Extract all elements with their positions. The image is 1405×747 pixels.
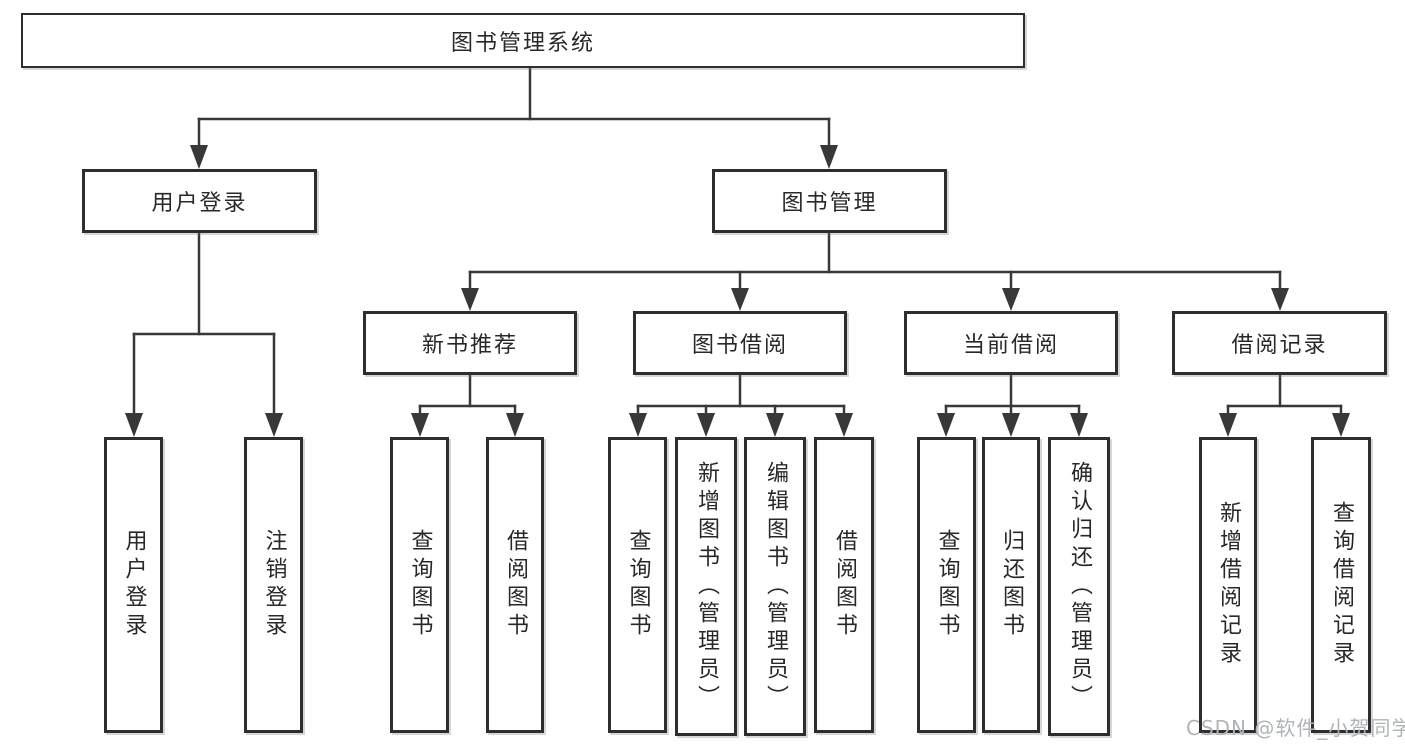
node-confirm-return-admin-label: 确认归还（管理员） <box>1067 460 1092 713</box>
node-borrow-books-recommend-label: 借阅图书 <box>503 529 528 641</box>
node-query-books-borrowing: 查询图书 <box>608 437 667 733</box>
node-current-borrowing: 当前借阅 <box>904 311 1118 375</box>
node-query-books-current: 查询图书 <box>917 437 976 733</box>
node-logout: 注销登录 <box>244 437 303 733</box>
connector-book-borrowing-group <box>629 373 853 437</box>
connector-new-book-recommend-group <box>411 373 524 437</box>
node-query-books-borrowing-label: 查询图书 <box>625 529 651 641</box>
node-query-borrow-record: 查询借阅记录 <box>1311 437 1371 733</box>
node-new-book-recommend: 新书推荐 <box>363 311 577 375</box>
node-add-book-admin: 新增图书（管理员） <box>675 437 737 736</box>
node-root: 图书管理系统 <box>21 13 1025 68</box>
node-borrow-books-recommend: 借阅图书 <box>486 437 544 733</box>
node-edit-book-admin: 编辑图书（管理员） <box>744 437 806 736</box>
node-borrowing-records: 借阅记录 <box>1172 311 1387 375</box>
node-book-management: 图书管理 <box>712 169 947 233</box>
node-confirm-return-admin: 确认归还（管理员） <box>1048 437 1110 736</box>
connector-user-login-group <box>125 231 283 437</box>
node-query-books-recommend: 查询图书 <box>390 437 449 733</box>
node-user-login-group: 用户登录 <box>82 169 317 233</box>
node-borrow-books-borrowing-label: 借阅图书 <box>832 529 857 641</box>
node-add-borrow-record-label: 新增借阅记录 <box>1216 501 1241 669</box>
node-borrow-books-borrowing: 借阅图书 <box>814 437 874 733</box>
csdn-watermark: CSDN @软件_小贺同学 <box>1186 716 1405 740</box>
connector-root-to-level2 <box>190 66 838 169</box>
node-query-books-current-label: 查询图书 <box>934 529 960 641</box>
connector-current-borrowing-group <box>937 373 1088 437</box>
node-edit-book-admin-label: 编辑图书（管理员） <box>763 460 788 713</box>
node-user-login-label: 用户登录 <box>121 529 147 641</box>
node-logout-label: 注销登录 <box>261 529 287 641</box>
node-query-books-recommend-label: 查询图书 <box>407 529 433 641</box>
node-add-borrow-record: 新增借阅记录 <box>1199 437 1257 733</box>
connector-borrowing-records-group <box>1219 373 1350 437</box>
node-query-borrow-record-label: 查询借阅记录 <box>1329 501 1354 669</box>
node-return-books-label: 归还图书 <box>999 529 1024 641</box>
connector-book-management-to-level3 <box>461 231 1289 311</box>
node-user-login: 用户登录 <box>104 437 163 733</box>
node-return-books: 归还图书 <box>982 437 1040 733</box>
node-add-book-admin-label: 新增图书（管理员） <box>694 460 719 713</box>
node-book-borrowing: 图书借阅 <box>633 311 847 375</box>
